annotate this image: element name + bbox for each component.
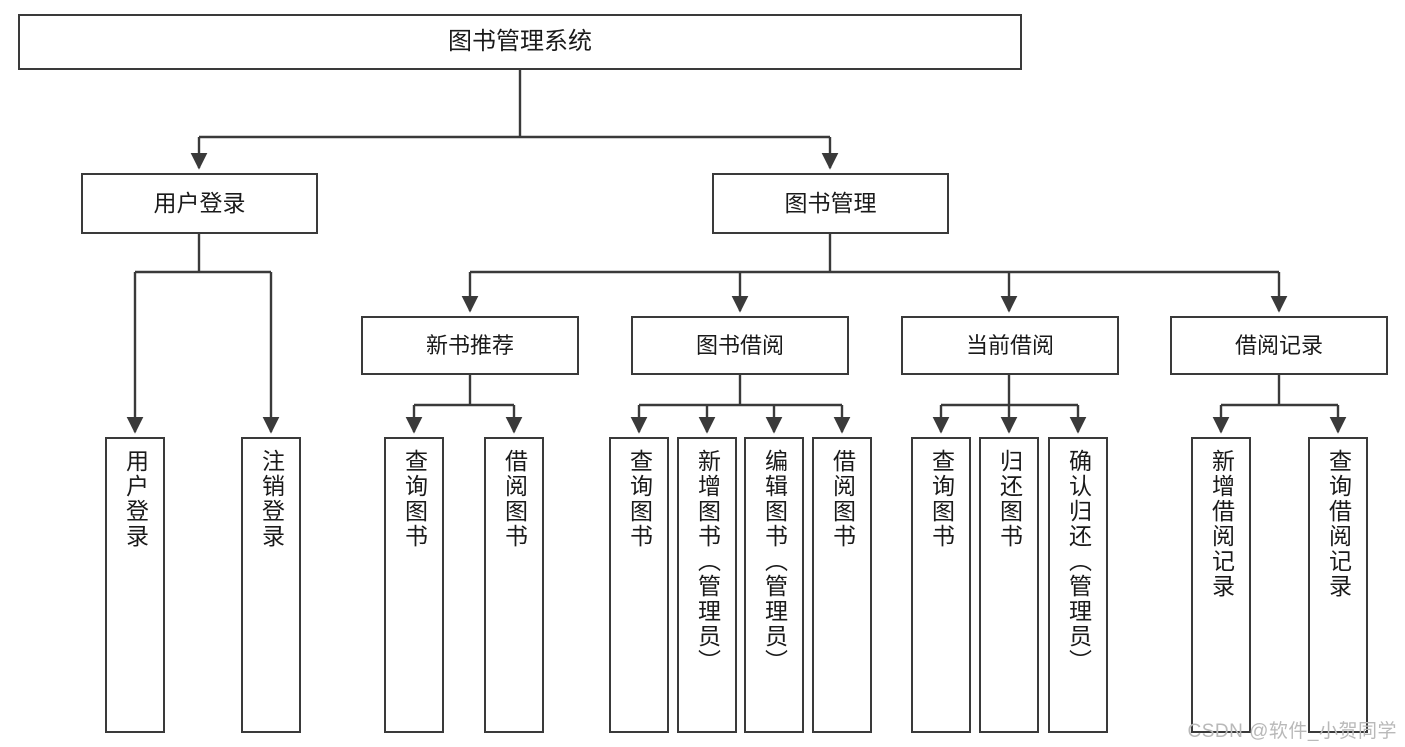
node-leaf-user-login[interactable]: 用户登录 <box>105 437 165 733</box>
node-new-book-recommendation[interactable]: 新书推荐 <box>361 316 579 375</box>
node-label: 图书管理 <box>784 190 877 217</box>
node-book-management[interactable]: 图书管理 <box>712 173 949 234</box>
node-label: 查询图书 <box>928 449 955 549</box>
node-label: 新书推荐 <box>425 332 514 358</box>
node-leaf-add-borrow-record[interactable]: 新增借阅记录 <box>1191 437 1251 733</box>
node-label: 图书借阅 <box>695 332 784 358</box>
node-label: 借阅图书 <box>829 449 856 549</box>
node-current-borrowing[interactable]: 当前借阅 <box>901 316 1119 375</box>
node-label: 确认归还（管理员） <box>1065 449 1092 674</box>
node-leaf-confirm-return-admin[interactable]: 确认归还（管理员） <box>1048 437 1108 733</box>
node-label: 新增图书（管理员） <box>694 449 721 674</box>
node-leaf-return-book[interactable]: 归还图书 <box>979 437 1039 733</box>
node-label: 编辑图书（管理员） <box>761 449 788 674</box>
node-label: 图书管理系统 <box>448 28 592 56</box>
node-leaf-logout[interactable]: 注销登录 <box>241 437 301 733</box>
node-book-borrowing[interactable]: 图书借阅 <box>631 316 849 375</box>
node-label: 当前借阅 <box>965 332 1054 358</box>
node-label: 用户登录 <box>153 190 246 217</box>
node-label: 归还图书 <box>996 449 1023 549</box>
node-label: 查询图书 <box>401 449 428 549</box>
node-label: 查询图书 <box>626 449 653 549</box>
node-user-login[interactable]: 用户登录 <box>81 173 318 234</box>
node-leaf-edit-book-admin[interactable]: 编辑图书（管理员） <box>744 437 804 733</box>
node-label: 借阅记录 <box>1234 332 1323 358</box>
node-leaf-add-book-admin[interactable]: 新增图书（管理员） <box>677 437 737 733</box>
node-leaf-borrow-book[interactable]: 借阅图书 <box>812 437 872 733</box>
node-leaf-query-book-current[interactable]: 查询图书 <box>911 437 971 733</box>
watermark: CSDN @软件_小贺同学 <box>1187 721 1397 742</box>
node-label: 用户登录 <box>122 449 149 549</box>
node-label: 借阅图书 <box>501 449 528 549</box>
node-leaf-query-book-borrow[interactable]: 查询图书 <box>609 437 669 733</box>
node-label: 注销登录 <box>258 449 285 549</box>
node-leaf-query-book-recommend[interactable]: 查询图书 <box>384 437 444 733</box>
node-borrowing-record[interactable]: 借阅记录 <box>1170 316 1388 375</box>
node-label: 查询借阅记录 <box>1325 449 1352 599</box>
node-label: 新增借阅记录 <box>1208 449 1235 599</box>
node-book-management-system[interactable]: 图书管理系统 <box>18 14 1022 70</box>
node-leaf-query-borrow-record[interactable]: 查询借阅记录 <box>1308 437 1368 733</box>
node-leaf-borrow-book-recommend[interactable]: 借阅图书 <box>484 437 544 733</box>
